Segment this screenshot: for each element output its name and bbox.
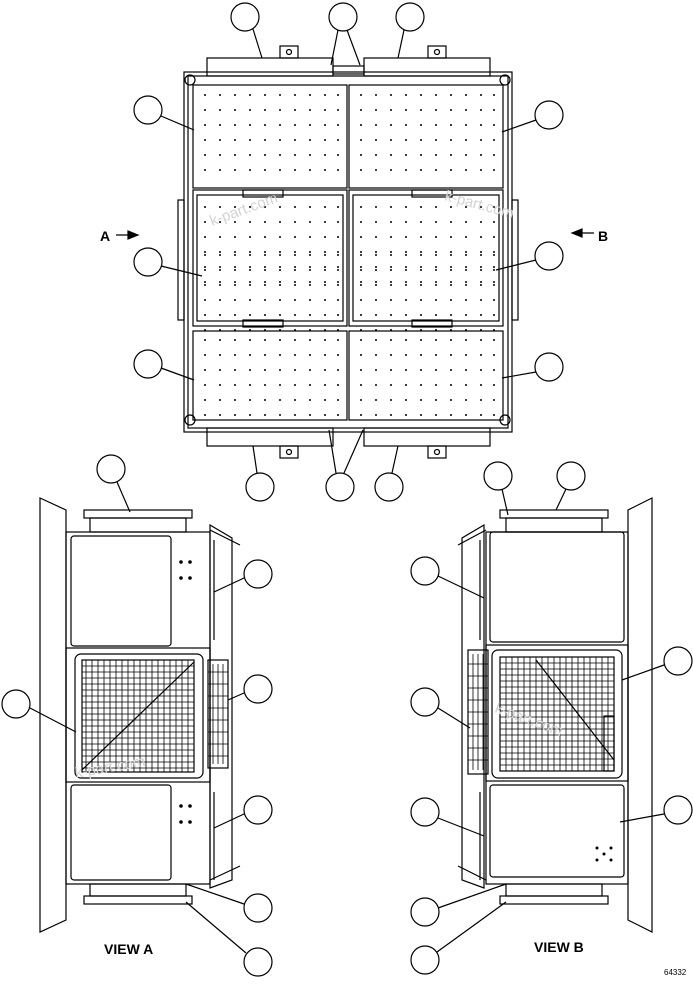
callout-balloon [374, 472, 404, 502]
top-panel-lower-left [192, 330, 348, 421]
callout-balloon [410, 556, 440, 586]
side-plate-left [39, 497, 67, 933]
top-view [177, 45, 519, 459]
bolt-holes [179, 560, 613, 862]
view-b-title: VIEW B [534, 939, 584, 955]
arrow-a-label: A [100, 228, 110, 244]
callout-balloon [483, 461, 513, 491]
grille-mesh-a [82, 660, 228, 772]
view-arrow-b [570, 228, 594, 238]
callout-balloon [410, 687, 440, 717]
callout-balloon [410, 945, 440, 975]
view-arrow-a [116, 230, 140, 240]
top-panel-lower-right [348, 330, 504, 421]
callout-balloon [395, 2, 425, 32]
watermarks: k-part.com k-part.com k-part.com k-part.… [74, 187, 565, 781]
callout-balloon [243, 674, 273, 704]
callout-balloon [243, 893, 273, 923]
callout-balloon [410, 797, 440, 827]
callout-balloon [663, 795, 693, 825]
bottom-bracket-right [363, 427, 491, 447]
top-panel-upper-right [348, 84, 504, 189]
view-a-title: VIEW A [104, 941, 153, 957]
callout-balloon [243, 795, 273, 825]
top-panel-upper-left [192, 84, 348, 189]
callout-balloon [534, 352, 564, 382]
side-grille [207, 659, 229, 769]
callouts-top [133, 2, 564, 502]
top-bracket-right [363, 57, 491, 77]
callout-balloon [534, 241, 564, 271]
top-bracket-left [206, 57, 334, 77]
housing-frame [183, 71, 513, 433]
bottom-bracket-left [206, 427, 334, 447]
view-b-drawing [457, 497, 653, 933]
callout-balloon [556, 461, 586, 491]
arrow-b-label: B [598, 228, 608, 244]
air-grille [74, 653, 204, 779]
callouts-view-a [1, 454, 273, 977]
callout-balloon [96, 454, 126, 484]
grille-mesh-b [468, 654, 614, 771]
callouts-view-b [410, 461, 693, 975]
callout-balloon [230, 2, 260, 32]
callout-balloon [328, 2, 358, 32]
callout-balloon [410, 897, 440, 927]
figure-number: 64332 [664, 968, 687, 977]
air-grille [491, 649, 623, 779]
callout-balloon [325, 472, 355, 502]
side-plate-right [627, 497, 653, 933]
rivet-grids [204, 94, 495, 416]
callout-balloon [133, 95, 163, 125]
view-a-drawing [39, 497, 241, 933]
callout-balloon [243, 559, 273, 589]
callout-balloon [663, 646, 693, 676]
callout-balloon [534, 100, 564, 130]
callout-balloon [243, 947, 273, 977]
callout-balloon [133, 247, 163, 277]
watermark-text: k-part.com [443, 187, 516, 222]
callout-balloon [1, 689, 31, 719]
callout-balloon [133, 349, 163, 379]
callout-balloon [245, 472, 275, 502]
